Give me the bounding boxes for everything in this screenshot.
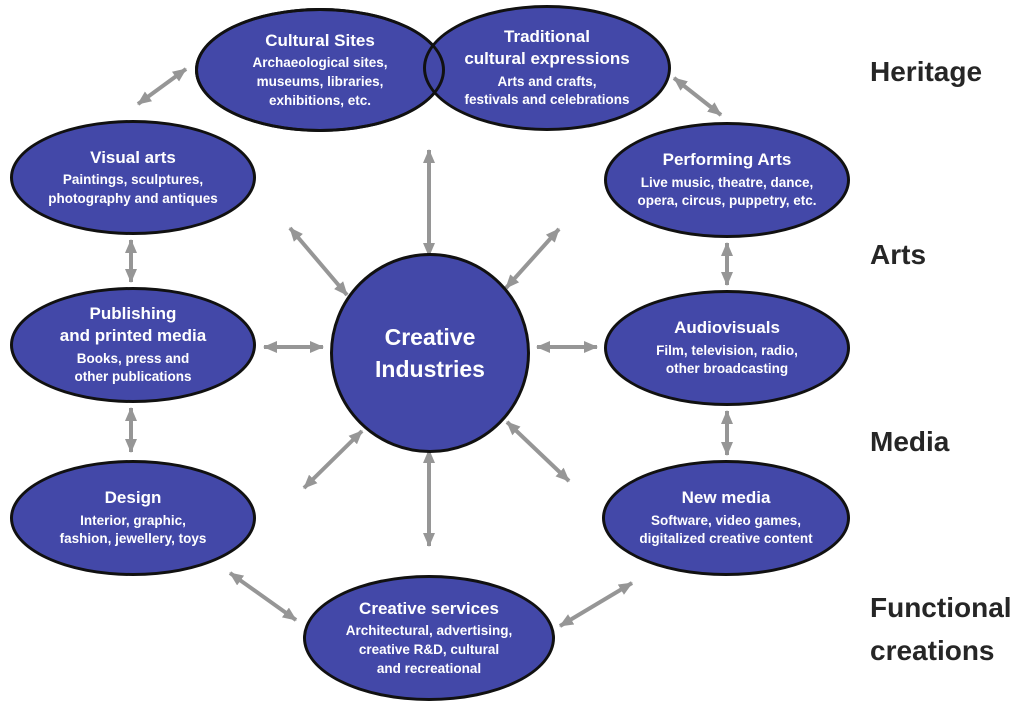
arrow-visual-arts-cultural-sites: [136, 67, 188, 106]
category-label-media: Media: [870, 426, 950, 457]
node-title: Performing Arts: [662, 150, 792, 169]
arrow-center-up-left: [288, 226, 349, 297]
arrow-creative-services-new-media: [558, 581, 634, 628]
node-subtitle: Film, television, radio, other broadcast…: [656, 342, 798, 377]
node-audiovisuals: Audiovisuals Film, television, radio, ot…: [604, 290, 850, 406]
node-subtitle: Architectural, advertising, creative R&D…: [345, 623, 513, 676]
arrow-performing-arts-traditional: [672, 76, 723, 117]
node-title: Visual arts: [90, 147, 176, 167]
node-creative-services: Creative services Architectural, adverti…: [303, 575, 555, 701]
node-subtitle: Archaeological sites, museums, libraries…: [252, 55, 388, 108]
arrow-center-up-right: [504, 227, 561, 290]
node-title: Audiovisuals: [674, 318, 780, 337]
node-performing-arts: Performing Arts Live music, theatre, dan…: [604, 122, 850, 238]
category-label-arts: Arts: [870, 239, 927, 270]
node-publishing-and-printed-media: Publishing and printed media Books, pres…: [10, 287, 256, 403]
arrow-center-down-left: [302, 429, 364, 490]
arrow-design-creative-services: [228, 571, 298, 622]
node-subtitle: Books, press and other publications: [74, 350, 192, 385]
node-title: Cultural Sites: [265, 30, 375, 50]
node-cultural-sites: Cultural Sites Archaeological sites, mus…: [195, 8, 445, 132]
category-label-functional-creations: Functional creations: [870, 592, 1012, 667]
node-subtitle: Interior, graphic, fashion, jewellery, t…: [59, 512, 207, 547]
node-title: Creative services: [359, 598, 499, 618]
node-subtitle: Arts and crafts, festivals and celebrati…: [464, 73, 630, 108]
node-new-media: New media Software, video games, digital…: [602, 460, 850, 576]
node-subtitle: Software, video games, digitalized creat…: [639, 512, 813, 547]
node-subtitle: Paintings, sculptures, photography and a…: [48, 172, 218, 206]
node-design: Design Interior, graphic, fashion, jewel…: [10, 460, 256, 576]
node-creative-industries-center: Creative Industries: [330, 253, 530, 453]
node-visual-arts: Visual arts Paintings, sculptures, photo…: [10, 120, 256, 235]
node-traditional-cultural-expressions: Traditional cultural expressions Arts an…: [423, 5, 671, 131]
node-title: Traditional cultural expressions: [464, 27, 630, 68]
category-label-heritage: Heritage: [870, 56, 983, 87]
node-subtitle: Live music, theatre, dance, opera, circu…: [637, 174, 817, 209]
center-title: Creative Industries: [375, 323, 485, 382]
node-title: New media: [681, 488, 771, 507]
node-title: Design: [104, 488, 162, 507]
arrow-center-down-right: [505, 420, 571, 483]
node-title: Publishing and printed media: [59, 304, 207, 345]
